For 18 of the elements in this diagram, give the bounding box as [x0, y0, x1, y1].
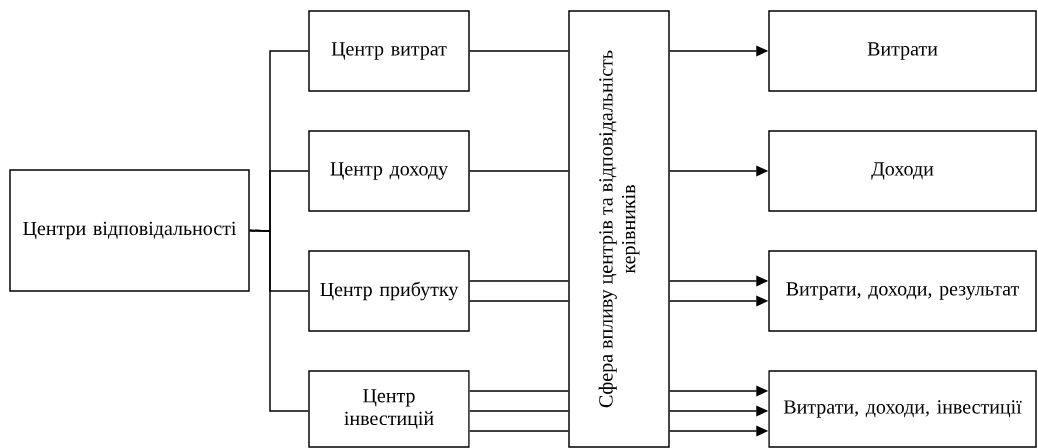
connector-line: [469, 50, 569, 52]
vertical-box: Сфера впливу центрів та відповідальність керівників: [568, 10, 670, 448]
process-box: Витрати, доходи, результат: [768, 250, 1037, 332]
process-box: Витрати, доходи, інвестиції: [768, 370, 1037, 448]
connector-line: [469, 280, 569, 282]
connector-line: [469, 430, 569, 432]
connector-line: [469, 300, 569, 302]
process-box: Центр доходу: [308, 130, 470, 212]
process-box: Доходи: [768, 130, 1037, 212]
process-box: Центр інвестицій: [308, 370, 470, 448]
process-box: Центр прибутку: [308, 250, 470, 332]
connector-line: [249, 229, 309, 412]
process-box: Центр витрат: [308, 10, 470, 92]
connector-line: [469, 410, 569, 412]
connector-line: [469, 170, 569, 172]
process-box: Центри відповідальності: [9, 169, 250, 292]
connector-line: [469, 390, 569, 392]
process-box: Витрати: [768, 10, 1037, 92]
